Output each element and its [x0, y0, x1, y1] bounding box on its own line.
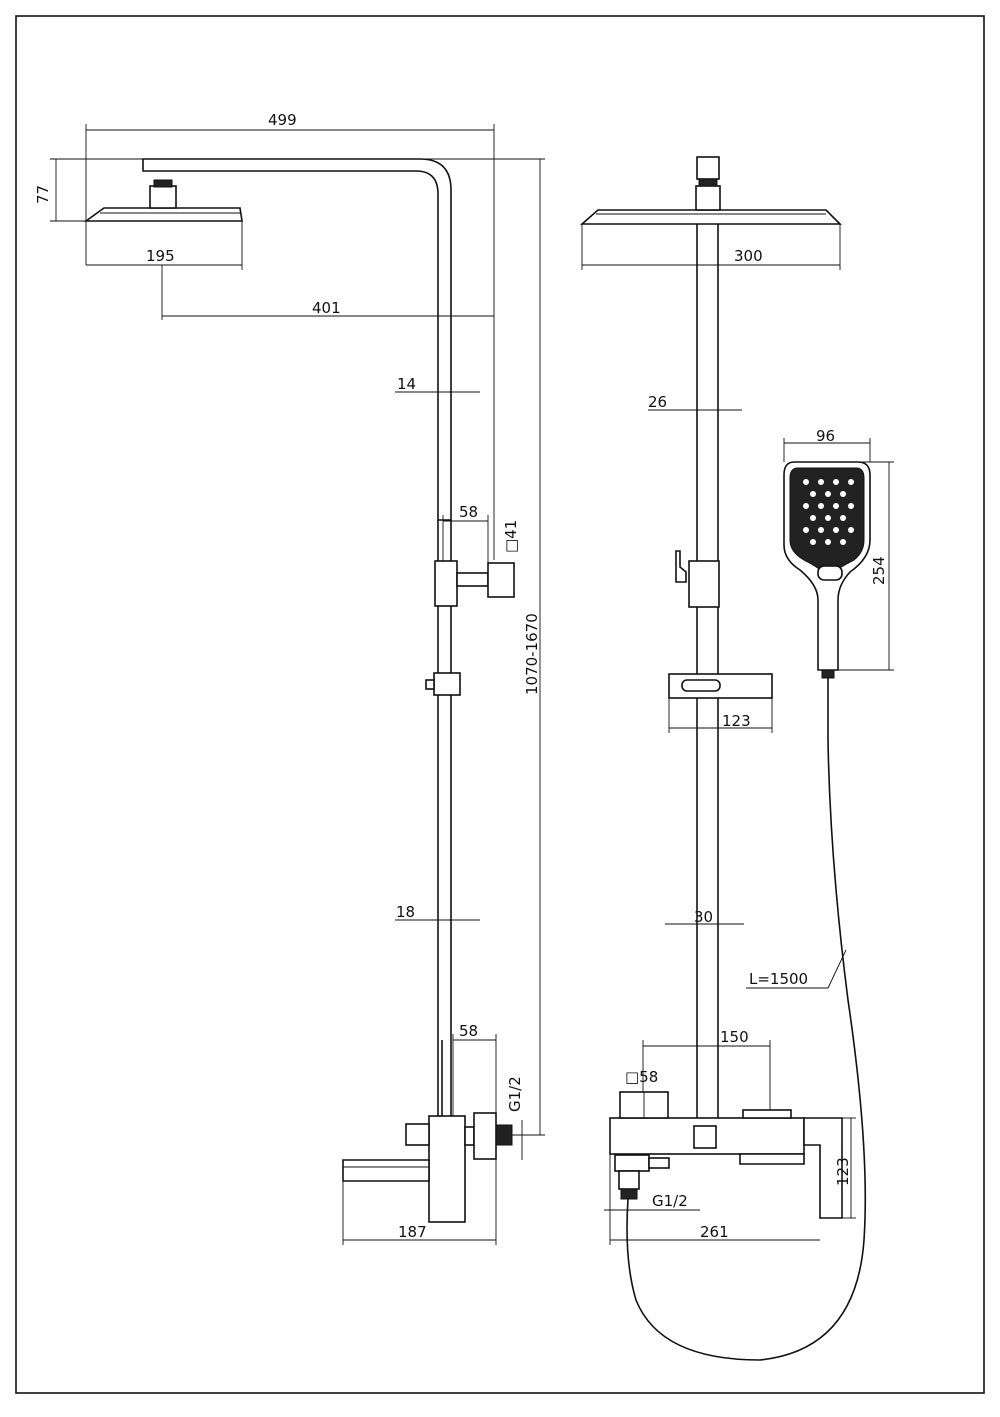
dim-height-range: 1070-1670	[523, 613, 541, 695]
sheet-border	[15, 15, 985, 1394]
dim-arm-reach: 401	[312, 299, 341, 317]
dim-side-head-width: 195	[146, 247, 175, 265]
dim-front-head-width: 300	[734, 247, 763, 265]
dim-head-height: 77	[34, 185, 52, 204]
dim-valve-square: □58	[625, 1068, 658, 1086]
front-holder-block	[688, 560, 720, 608]
front-head-connector	[695, 185, 721, 211]
side-head-connector	[149, 185, 177, 209]
shower-hose	[626, 678, 867, 1361]
dim-valve-height: 123	[834, 1157, 852, 1186]
dim-holder-square: □41	[502, 520, 520, 553]
hand-shower-nozzles	[803, 479, 854, 545]
side-spout	[342, 1159, 430, 1182]
dim-hand-shower-width: 96	[816, 427, 835, 445]
dim-lower-tube-diameter: 18	[396, 903, 415, 921]
dim-inlet-thread: G1/2	[506, 1076, 524, 1112]
front-view: 300 26 96 254 123 30 L=1500 150 □58 123 …	[579, 156, 894, 1361]
side-mixer-body	[428, 1115, 466, 1223]
dim-hose-length: L=1500	[749, 970, 808, 988]
dim-valve-depth: 58	[459, 1022, 478, 1040]
dim-valve-center-distance: 150	[720, 1028, 749, 1046]
dim-spout-length: 187	[398, 1223, 427, 1241]
dim-overall-width: 499	[268, 111, 297, 129]
side-holder-cradle	[487, 562, 515, 598]
side-wall-flange	[473, 1112, 497, 1160]
dim-soap-dish-width: 123	[722, 712, 751, 730]
dim-holder-depth: 58	[459, 503, 478, 521]
front-holder-lever	[675, 550, 687, 583]
dim-hand-shower-length: 254	[870, 556, 888, 585]
side-view: 499 77 195 401 14 58 □41 1070-1670 18 58…	[34, 111, 545, 1245]
side-head-plate	[83, 207, 243, 222]
front-diverter-outlet	[614, 1154, 650, 1172]
dim-upper-tube-width: 26	[648, 393, 667, 411]
side-inlet-connector	[495, 1124, 513, 1146]
dim-lower-tube-width: 30	[694, 908, 713, 926]
dim-upper-tube-diameter: 14	[397, 375, 416, 393]
dim-outlet-thread: G1/2	[652, 1192, 688, 1210]
side-slider-clip	[433, 672, 461, 696]
dim-valve-width: 261	[700, 1223, 729, 1241]
side-holder-block	[434, 560, 458, 607]
side-mixer-handle	[405, 1123, 430, 1146]
front-head-plate	[579, 209, 842, 225]
